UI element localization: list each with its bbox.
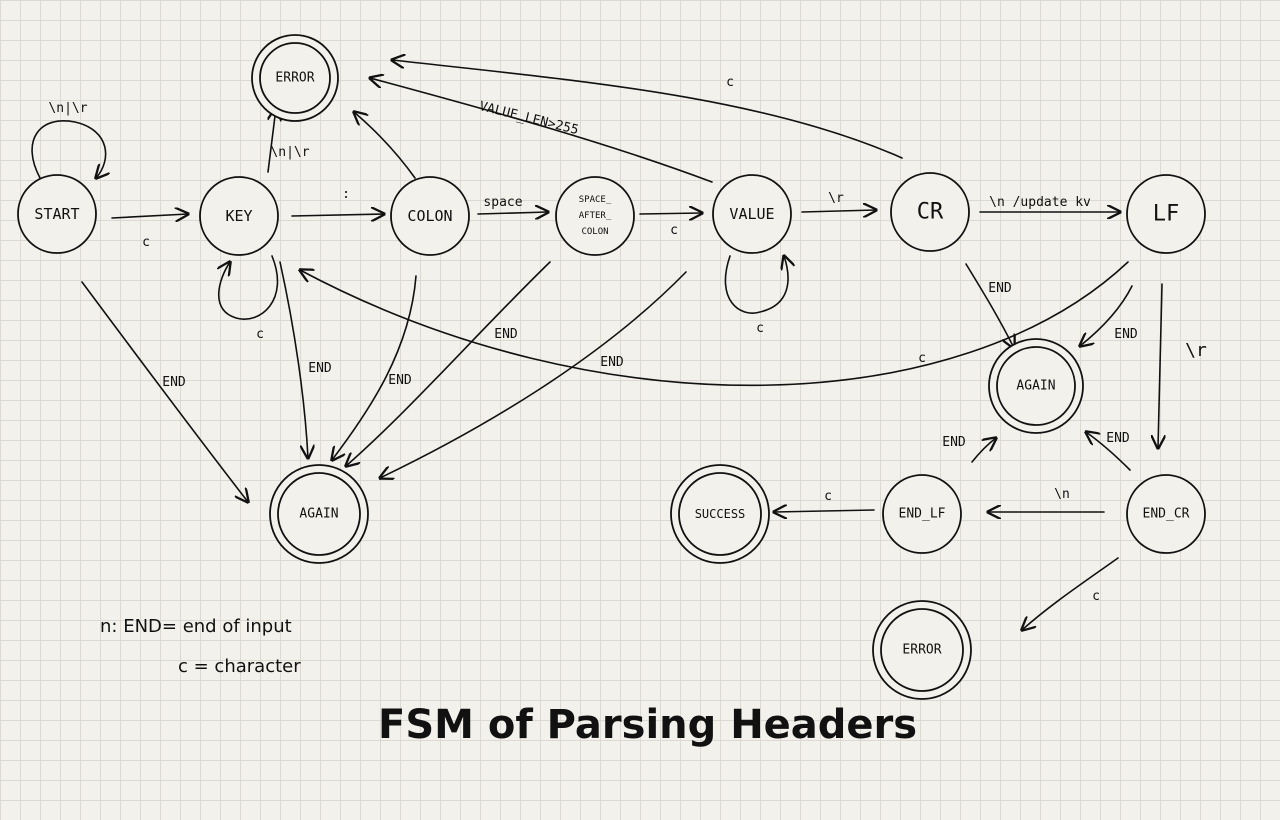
label-colon-again: END [388,373,412,388]
edge-colon-again [332,275,417,460]
edge-lf-key [300,261,1129,387]
state-start-label: START [34,205,79,223]
label-endlf-success: c [824,489,832,504]
state-space-after-colon: SPACE_ AFTER_ COLON [555,176,635,256]
state-value-label: VALUE [729,205,774,223]
edge-endlf-success [774,510,875,512]
state-end-lf: END_LF [882,474,962,554]
label-endcr-endlf: \n [1054,487,1070,502]
label-value-error: VALUE_LEN>255 [478,99,580,138]
state-cr: CR [890,172,970,252]
label-endcr-again: END [1106,431,1130,446]
state-again-left-label: AGAIN [299,507,338,522]
label-start-key: c [142,235,150,250]
state-error-bottom: ERROR [872,600,972,700]
edge-space-again [346,261,551,466]
edge-endcr-error [1022,557,1119,630]
edge-lf-endcr [1158,283,1162,448]
state-cr-label: CR [917,200,944,225]
state-again-right: AGAIN [988,338,1084,434]
state-value: VALUE [712,174,792,254]
edge-value-cr [801,210,876,212]
edge-key-colon [291,214,384,216]
state-again-left: AGAIN [269,464,369,564]
label-key-error: \n|\r [270,145,309,160]
edge-cr-error [392,60,903,159]
state-again-right-label: AGAIN [1016,379,1055,394]
state-success-label: SUCCESS [695,507,746,521]
edge-cr-again [965,263,1014,348]
legend-line-2: c = character [178,656,301,677]
label-lf-key: c [918,351,926,366]
edge-colon-error [354,112,416,179]
label-start-again: END [162,375,186,390]
edge-colon-space [477,212,548,214]
edge-key-error [267,108,276,173]
state-end-cr-label: END_CR [1143,507,1190,522]
label-cr-lf: \n /update kv [989,195,1091,210]
diagram-title: FSM of Parsing Headers [378,702,917,748]
label-cr-again: END [988,281,1012,296]
edge-endlf-again [971,438,996,463]
state-end-cr: END_CR [1126,474,1206,554]
state-success: SUCCESS [670,464,770,564]
edge-value-error [370,78,713,183]
state-key: KEY [199,176,279,256]
legend-line-1: n: END= end of input [100,616,292,637]
edge-start-key [111,214,188,218]
edge-start-self [31,120,106,178]
edge-endcr-again [1086,432,1131,471]
edge-value-again [380,271,687,478]
edge-start-again [81,281,248,502]
label-space-value: c [670,223,678,238]
state-start: START [17,174,97,254]
state-lf: LF [1126,174,1206,254]
label-key-self: c [256,327,264,342]
label-key-again: END [308,361,332,376]
edge-key-self [219,255,279,320]
state-space-label-2: AFTER_ [579,211,612,221]
edge-lf-again [1080,285,1133,346]
label-value-self: c [756,321,764,336]
state-error-bottom-label: ERROR [902,643,941,658]
state-colon: COLON [390,176,470,256]
label-value-cr: \r [828,191,844,206]
label-endcr-error: c [1092,589,1100,604]
state-end-lf-label: END_LF [899,507,946,522]
label-start-self: \n|\r [48,101,87,116]
edge-key-again [279,261,308,458]
state-colon-label: COLON [407,207,452,225]
state-error-top-label: ERROR [275,71,314,86]
state-space-label-1: SPACE_ [579,195,612,205]
label-colon-space: space [483,195,522,210]
state-space-label-3: COLON [581,227,608,237]
label-cr-error: c [726,75,734,90]
label-space-again: END [494,327,518,342]
state-key-label: KEY [225,207,252,225]
edge-value-self [724,256,788,314]
state-error-top: ERROR [251,34,339,122]
edge-space-value [639,213,702,214]
label-value-again: END [600,355,624,370]
label-key-colon: : [342,187,350,202]
label-lf-again: END [1114,327,1138,342]
state-lf-label: LF [1153,202,1180,227]
label-endlf-again: END [942,435,966,450]
label-lf-endcr: \r [1185,340,1207,361]
